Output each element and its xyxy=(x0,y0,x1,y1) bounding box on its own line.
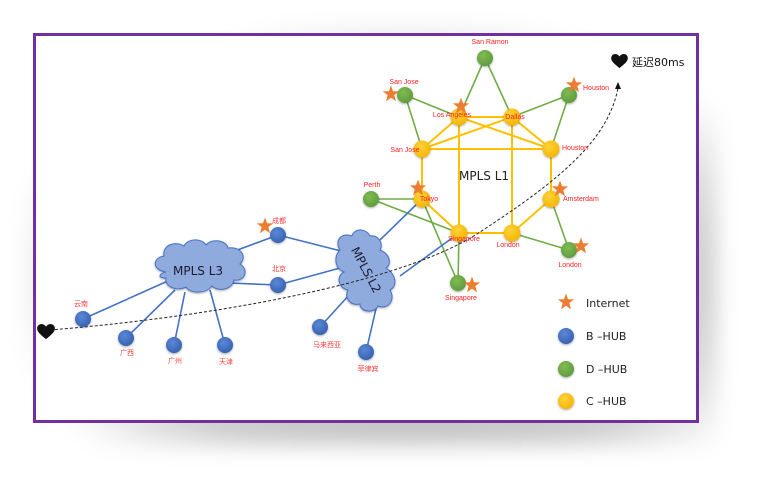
latency-label: 延迟80ms xyxy=(632,56,685,69)
b-hub-links xyxy=(82,198,460,353)
node-b-yunnan[interactable] xyxy=(75,311,91,327)
node-c-singapore[interactable] xyxy=(450,224,468,242)
node-d-san-ramon[interactable] xyxy=(477,50,493,66)
node-b-tianjin[interactable] xyxy=(217,337,233,353)
legend-internet-label: Internet xyxy=(586,297,630,310)
node-b-guangxi[interactable] xyxy=(118,330,134,346)
link-l2-tokyo xyxy=(379,198,423,241)
d-hub-links xyxy=(370,57,570,284)
node-c-london[interactable] xyxy=(503,224,521,242)
legend-c-hub-icon xyxy=(558,393,574,409)
node-b-guangzhou[interactable] xyxy=(166,337,182,353)
node-c-tokyo[interactable] xyxy=(413,190,431,208)
node-d-houston[interactable] xyxy=(561,87,577,103)
link-dhouston-dallas xyxy=(511,94,570,118)
label-c-houston: Houston xyxy=(562,145,588,152)
node-c-houston[interactable] xyxy=(542,140,560,158)
label-c-tokyo: Tokyo xyxy=(420,196,438,203)
link-dsanjose-la xyxy=(404,94,460,118)
link-l2-singapore xyxy=(399,232,460,277)
latency-path xyxy=(49,87,619,331)
mpls-l3-label: MPLS L3 xyxy=(173,264,223,278)
node-b-philippines[interactable] xyxy=(358,344,374,360)
label-c-san-jose: San Jose xyxy=(390,147,419,154)
link-london-amsterdam xyxy=(511,198,552,234)
label-b-philippines: 菲律宾 xyxy=(358,364,379,373)
label-d-houston: Houston xyxy=(583,85,609,92)
node-d-perth[interactable] xyxy=(363,191,379,207)
label-c-singapore: Singapore xyxy=(448,236,480,243)
label-b-chengdu: 成都 xyxy=(272,216,286,225)
legend-b-hub-label: B –HUB xyxy=(586,330,626,343)
mpls-l1-label: MPLS L1 xyxy=(459,169,509,183)
c-hub-nodes: Los Angeles Dallas San Jose Houston Toky… xyxy=(390,108,599,249)
link-perth-singapore xyxy=(370,198,460,234)
legend-d-hub-label: D –HUB xyxy=(586,363,627,376)
label-b-beijing: 北京 xyxy=(272,264,286,273)
internet-star-icon xyxy=(463,276,481,293)
label-b-malaysia: 马来西亚 xyxy=(313,341,341,349)
link-l3-yunnan xyxy=(82,279,171,320)
label-d-london: London xyxy=(558,262,581,269)
legend-b-hub-icon xyxy=(558,328,574,344)
link-dsanjose-csanjose xyxy=(404,94,423,150)
node-b-chengdu[interactable] xyxy=(270,227,286,243)
label-b-guangxi: 广西 xyxy=(120,348,134,357)
cloud-mpls-l2: MPLS L2 xyxy=(335,229,396,312)
link-tokyo-dsingapore xyxy=(421,198,459,284)
node-d-london[interactable] xyxy=(561,242,577,258)
node-d-san-jose[interactable] xyxy=(397,87,413,103)
link-l3-guangxi xyxy=(125,289,176,339)
b-hub-nodes: 成都 北京 云南 广西 广州 天津 马来西亚 菲律宾 xyxy=(74,216,379,373)
label-b-guangzhou: 广州 xyxy=(168,356,182,365)
label-d-san-ramon: San Ramon xyxy=(472,39,509,46)
internet-star-icon xyxy=(256,217,274,234)
node-c-amsterdam[interactable] xyxy=(542,190,560,208)
link-la-houston xyxy=(458,116,552,150)
node-b-malaysia[interactable] xyxy=(312,319,328,335)
legend-internet-star-icon xyxy=(557,293,575,310)
node-d-singapore[interactable] xyxy=(450,275,466,291)
label-b-yunnan: 云南 xyxy=(74,299,88,308)
label-c-amsterdam: Amsterdam xyxy=(563,196,599,203)
link-beijing-l2 xyxy=(277,267,341,286)
label-c-los-angeles: Los Angeles xyxy=(433,112,472,119)
node-c-san-jose[interactable] xyxy=(413,140,431,158)
label-c-dallas: Dallas xyxy=(505,114,525,121)
link-dallas-sanjose xyxy=(421,116,513,150)
link-clondon-dlondon xyxy=(511,232,570,251)
link-chengdu-l2 xyxy=(277,234,346,253)
legend-d-hub-icon xyxy=(558,361,574,377)
label-d-perth: Perth xyxy=(364,182,381,189)
link-amsterdam-dlondon xyxy=(550,198,570,251)
node-c-dallas[interactable] xyxy=(503,108,521,126)
legend-c-hub-label: C –HUB xyxy=(586,395,627,408)
end-heart-icon xyxy=(611,54,628,69)
internet-star-icon xyxy=(382,85,400,102)
label-c-london: London xyxy=(496,242,519,249)
link-l3-guangzhou xyxy=(173,291,186,346)
start-heart-icon xyxy=(37,324,55,340)
cloud-mpls-l3: MPLS L3 xyxy=(154,239,246,293)
d-hub-nodes: San Ramon San Jose Houston Perth Singapo… xyxy=(363,39,609,302)
link-l3-tianjin xyxy=(209,289,226,346)
legend: Internet B –HUB D –HUB C –HUB xyxy=(557,293,630,409)
latency-arrowhead xyxy=(615,82,621,89)
link-sanramon-dallas xyxy=(484,57,513,118)
node-b-beijing[interactable] xyxy=(270,277,286,293)
label-d-singapore: Singapore xyxy=(445,295,477,302)
node-c-los-angeles[interactable] xyxy=(450,108,468,126)
link-dhouston-chouston xyxy=(550,94,570,150)
label-d-san-jose: San Jose xyxy=(389,79,418,86)
label-b-tianjin: 天津 xyxy=(219,358,233,366)
